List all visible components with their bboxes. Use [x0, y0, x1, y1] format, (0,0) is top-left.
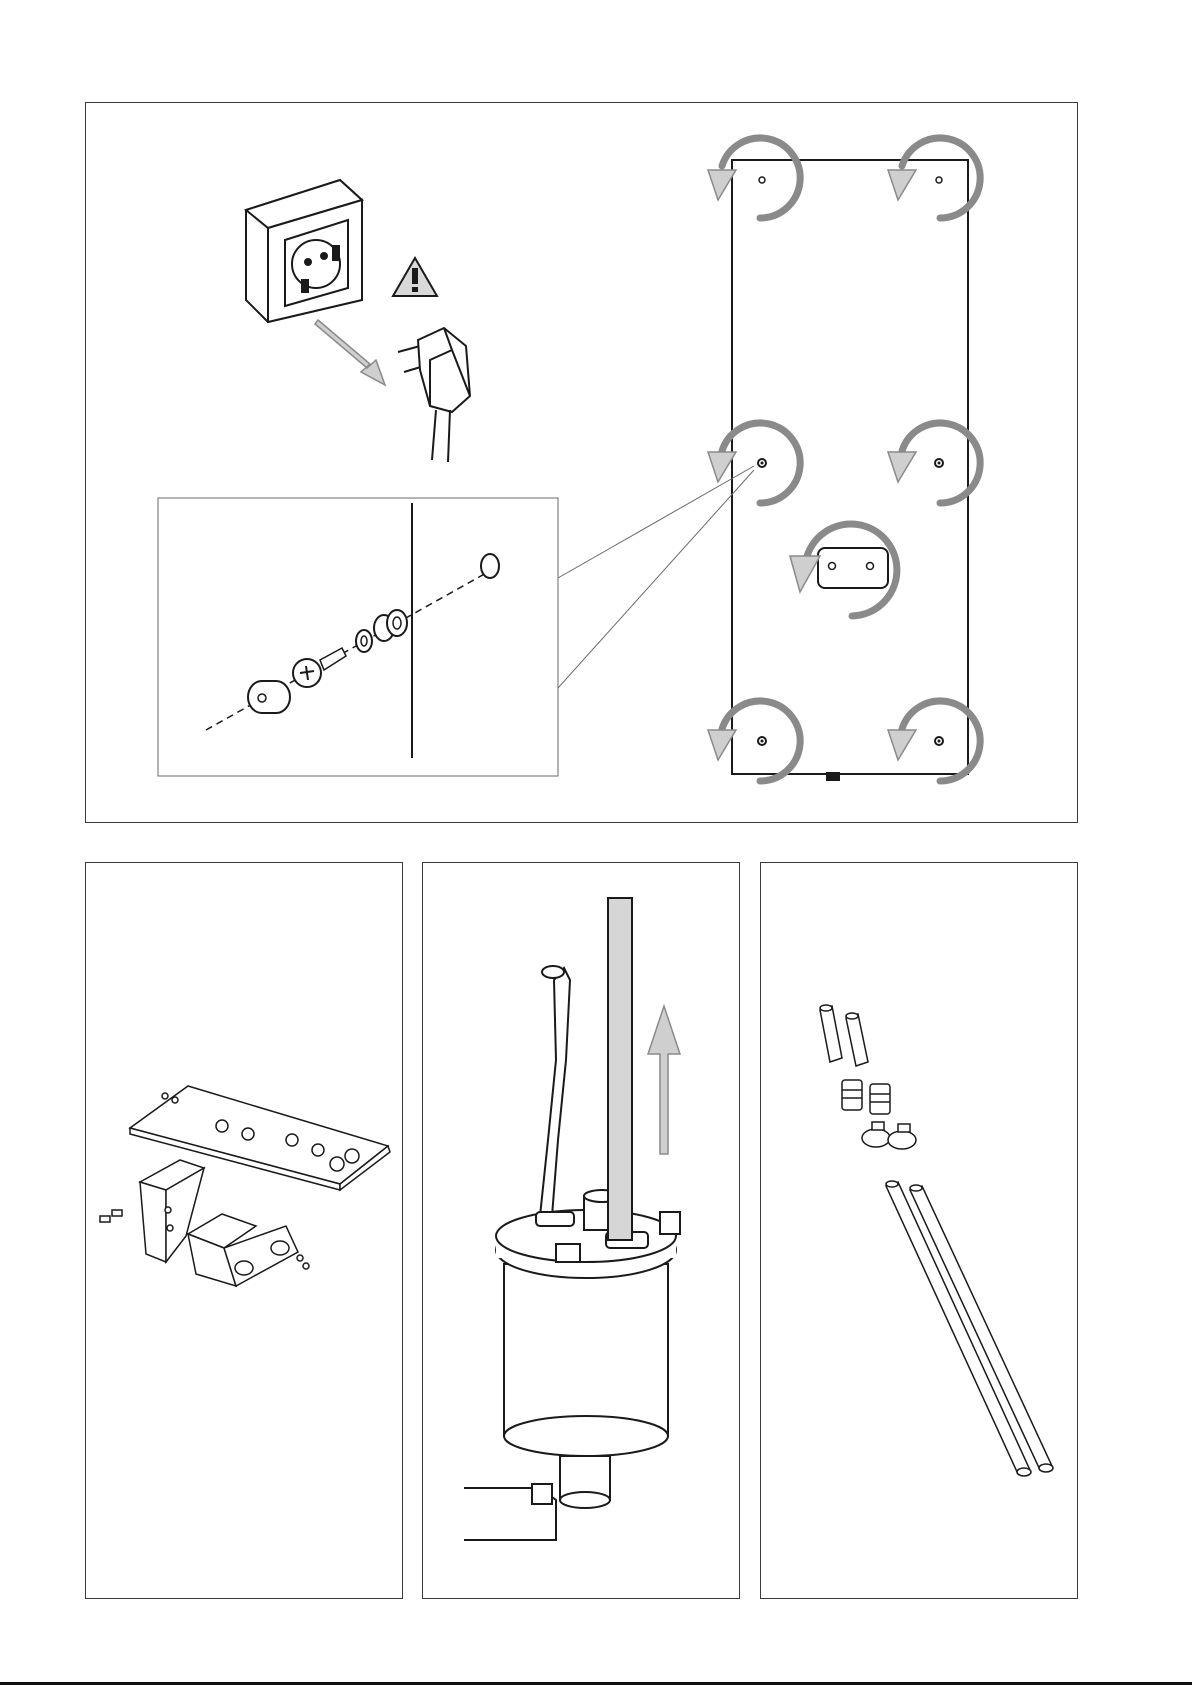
panel-bottom-left: [85, 862, 403, 1599]
top-illustration: [0, 0, 1192, 830]
panel-bottom-center: [422, 862, 740, 1599]
callout-lines: [558, 466, 754, 688]
unplug-arrow-icon: [315, 320, 385, 385]
warning-icon: [393, 258, 437, 296]
wall-socket-icon: [246, 180, 362, 322]
detail-inset: [158, 498, 558, 776]
plug-icon: [398, 328, 470, 462]
device-back-panel: [732, 160, 968, 781]
panel-bottom-right: [760, 862, 1078, 1599]
